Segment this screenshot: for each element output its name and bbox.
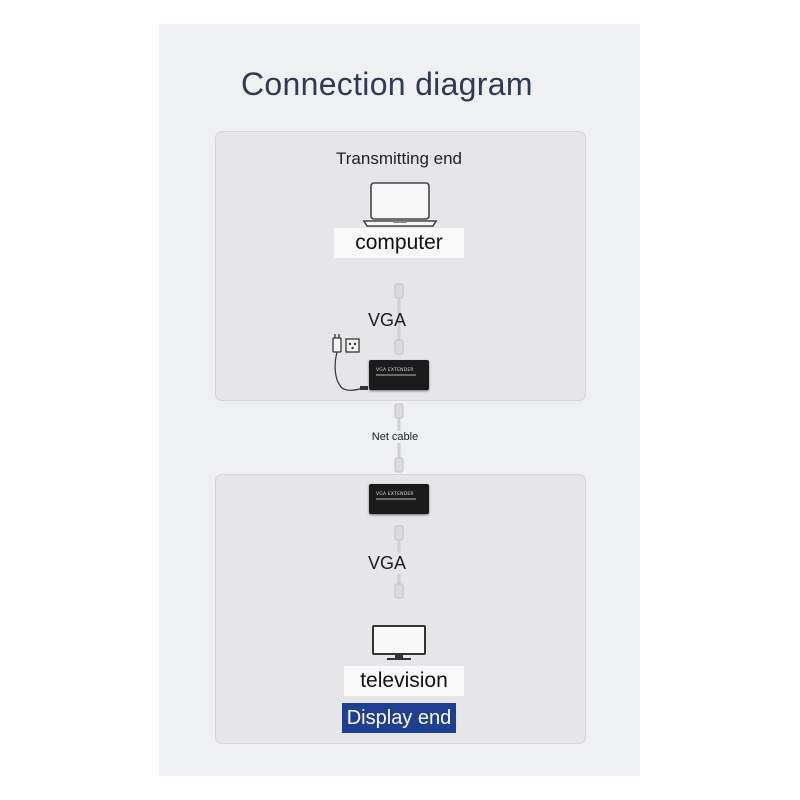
vga-cable-bottom (394, 525, 404, 599)
diagram-title: Connection diagram (241, 66, 533, 102)
vga-label-bottom: VGA (363, 553, 411, 574)
display-panel (215, 474, 586, 744)
laptop-icon (362, 182, 438, 227)
vga-cable-top (394, 283, 404, 355)
television-label: television (344, 666, 464, 696)
receiver-extender-text: VGA EXTENDER (376, 492, 414, 497)
computer-label: computer (334, 228, 464, 258)
transmitting-heading: Transmitting end (336, 149, 462, 168)
vga-label-top: VGA (367, 310, 407, 330)
net-cable-label: Net cable (368, 431, 422, 443)
transmitter-extender-stripe (376, 374, 416, 376)
transmitter-extender-text: VGA EXTENDER (376, 368, 414, 373)
monitor-icon (372, 625, 426, 660)
diagram-sheet: Connection diagram Transmitting end comp… (159, 24, 640, 776)
power-adapter-icon (332, 334, 368, 391)
receiver-extender-stripe (376, 498, 416, 500)
transmitting-panel (215, 131, 586, 401)
receiver-extender: VGA EXTENDER (369, 484, 429, 514)
transmitter-extender: VGA EXTENDER (369, 360, 429, 390)
display-end-banner: Display end (342, 703, 456, 733)
